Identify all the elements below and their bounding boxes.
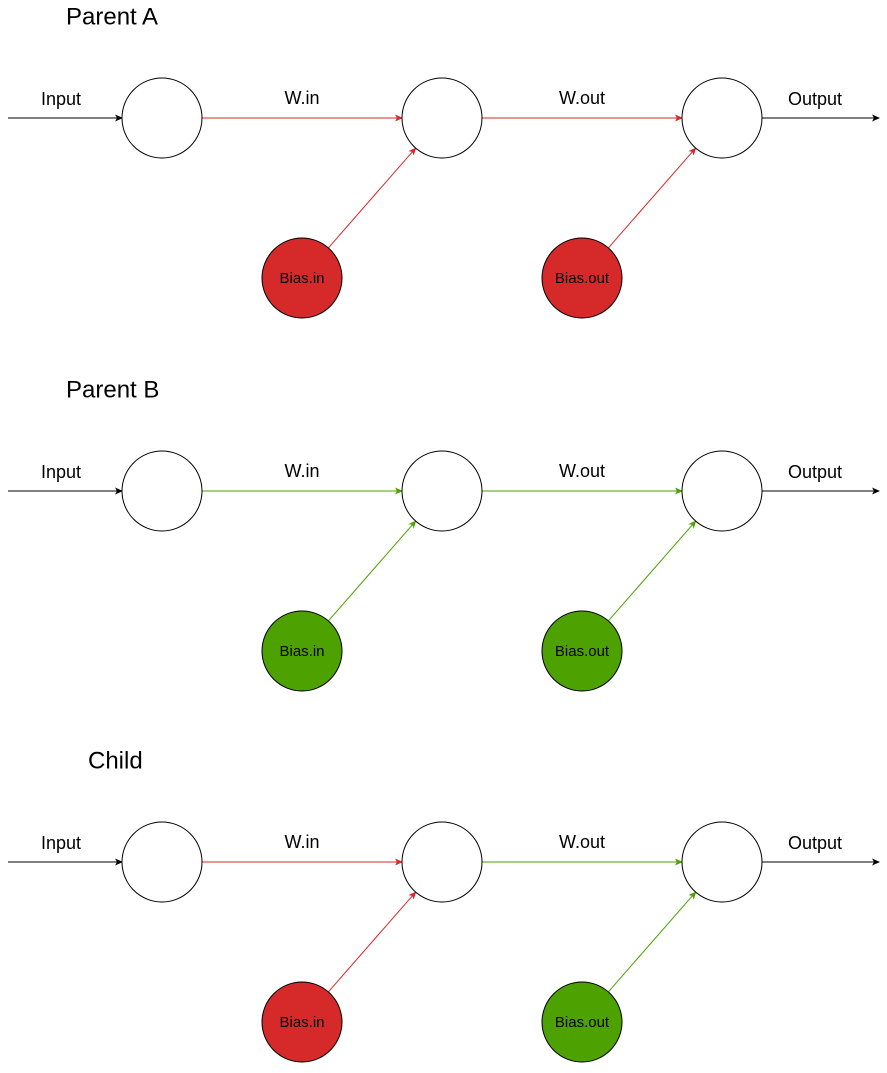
bias-in-label: Bias.in xyxy=(279,270,324,287)
input-label: Input xyxy=(41,462,81,482)
input-label: Input xyxy=(41,833,81,853)
bias-out-node xyxy=(541,981,623,1063)
bias-out-edge xyxy=(607,147,697,249)
output-neuron xyxy=(681,821,763,903)
w-out-label: W.out xyxy=(559,461,605,481)
bias-out-label: Bias.out xyxy=(555,643,610,660)
w-out-label: W.out xyxy=(559,88,605,108)
bias-out-edge xyxy=(607,520,697,622)
output-neuron xyxy=(681,77,763,159)
bias-out-label: Bias.out xyxy=(555,270,610,287)
section-title: Child xyxy=(88,747,143,774)
output-label: Output xyxy=(788,462,842,482)
bias-in-node xyxy=(261,237,343,319)
bias-in-label: Bias.in xyxy=(279,643,324,660)
output-neuron xyxy=(681,450,763,532)
w-in-label: W.in xyxy=(284,88,319,108)
bias-out-node xyxy=(541,237,623,319)
hidden-neuron xyxy=(401,821,483,903)
section-title: Parent A xyxy=(66,3,158,30)
bias-in-edge xyxy=(327,891,417,993)
w-out-label: W.out xyxy=(559,832,605,852)
bias-in-label: Bias.in xyxy=(279,1014,324,1031)
bias-out-label: Bias.out xyxy=(555,1014,610,1031)
section-title: Parent B xyxy=(66,376,159,403)
input-neuron xyxy=(121,450,203,532)
output-label: Output xyxy=(788,833,842,853)
bias-out-edge xyxy=(607,891,697,993)
input-label: Input xyxy=(41,89,81,109)
hidden-neuron xyxy=(401,77,483,159)
bias-out-node xyxy=(541,610,623,692)
w-in-label: W.in xyxy=(284,461,319,481)
bias-in-node xyxy=(261,610,343,692)
bias-in-node xyxy=(261,981,343,1063)
output-label: Output xyxy=(788,89,842,109)
bias-in-edge xyxy=(327,147,417,249)
input-neuron xyxy=(121,77,203,159)
hidden-neuron xyxy=(401,450,483,532)
input-neuron xyxy=(121,821,203,903)
bias-in-edge xyxy=(327,520,417,622)
w-in-label: W.in xyxy=(284,832,319,852)
